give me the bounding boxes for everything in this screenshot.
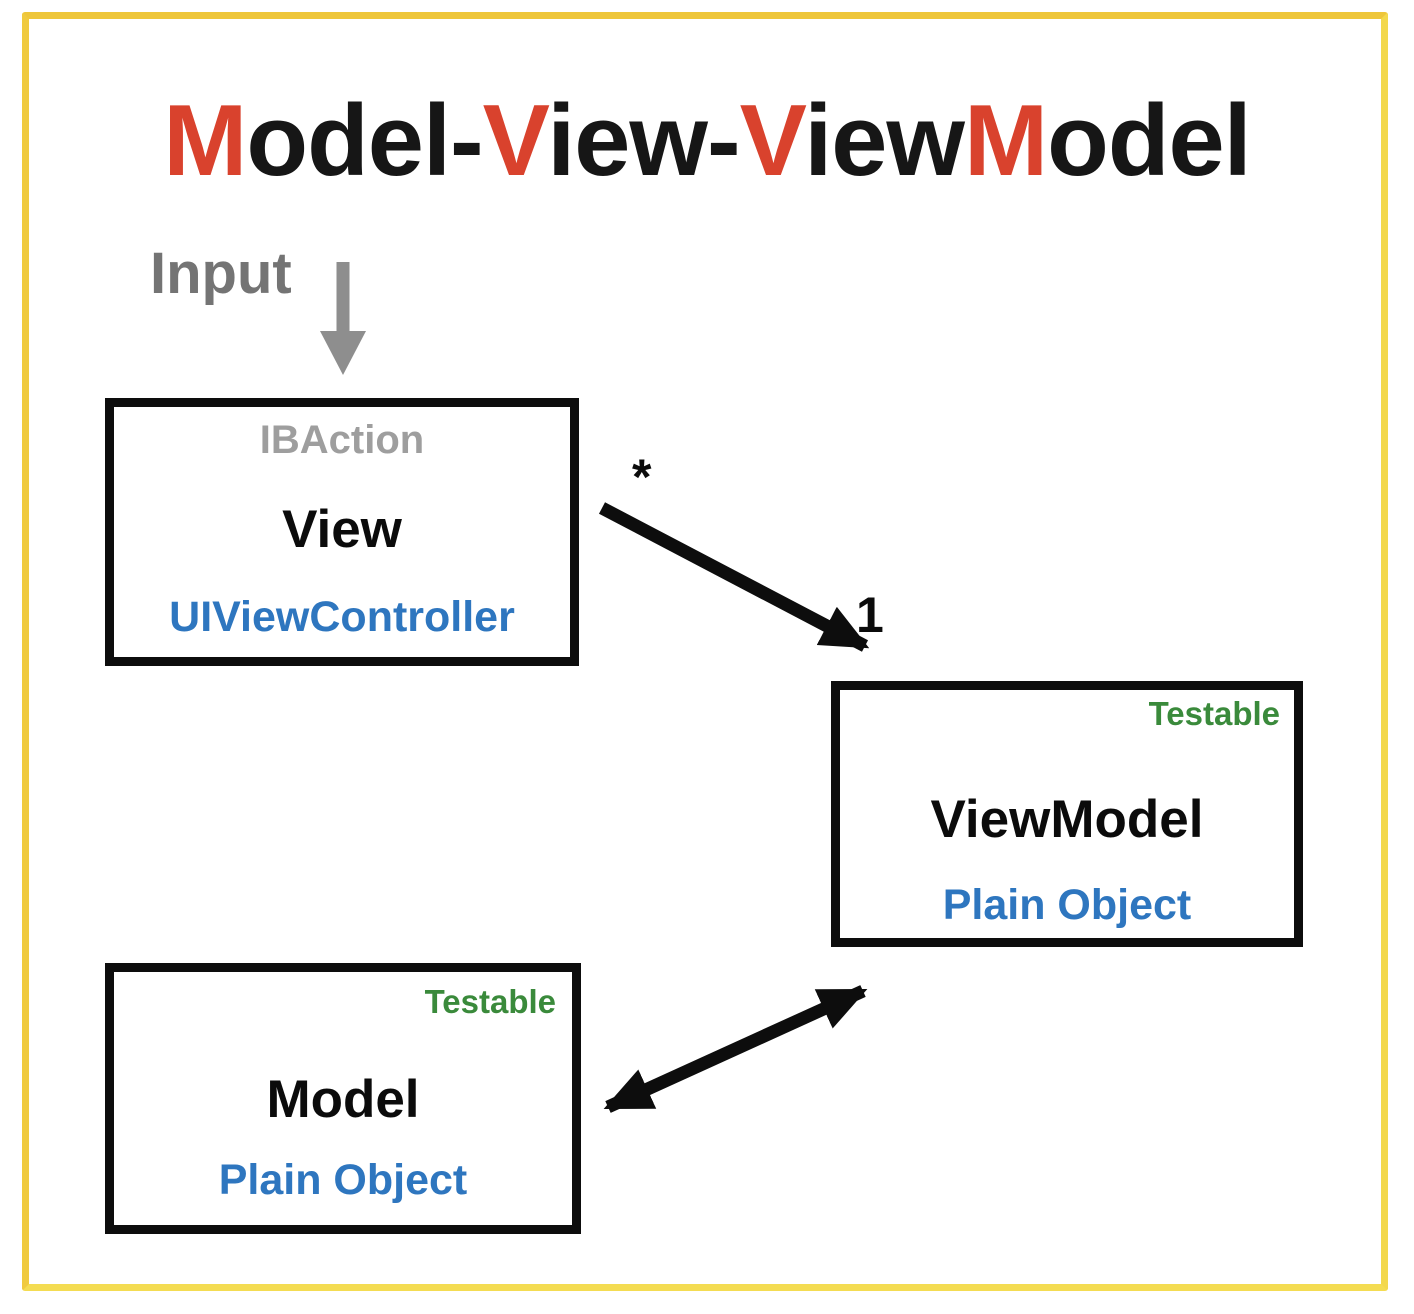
title-segment: M	[963, 85, 1048, 197]
input-label: Input	[150, 241, 292, 306]
view-subtitle: UIViewController	[169, 593, 515, 641]
yellow-sketch-frame	[22, 12, 1388, 1291]
model-subtitle: Plain Object	[218, 1156, 468, 1204]
view-box: IBAction View UIViewController	[105, 398, 579, 666]
title-segment: iew-	[547, 85, 740, 197]
title-segment: odel-	[246, 85, 483, 197]
model-testable-badge: Testable	[424, 983, 556, 1020]
model-name: Model	[266, 1070, 420, 1129]
page-title: Model-View-ViewModel	[0, 84, 1414, 199]
title-segment: V	[739, 85, 806, 197]
multiplicity-star-label: *	[632, 449, 652, 505]
title-segment: V	[482, 85, 549, 197]
viewmodel-box: Testable ViewModel Plain Object	[831, 681, 1303, 947]
view-name: View	[282, 500, 402, 559]
viewmodel-name: ViewModel	[930, 790, 1204, 849]
multiplicity-one-label: 1	[856, 587, 884, 643]
model-box: Testable Model Plain Object	[105, 963, 581, 1234]
viewmodel-subtitle: Plain Object	[942, 881, 1192, 929]
title-segment: M	[163, 85, 247, 197]
view-annotation: IBAction	[259, 418, 425, 462]
title-segment: odel	[1047, 85, 1252, 197]
viewmodel-testable-badge: Testable	[1148, 695, 1280, 732]
title-segment: iew	[804, 85, 965, 197]
